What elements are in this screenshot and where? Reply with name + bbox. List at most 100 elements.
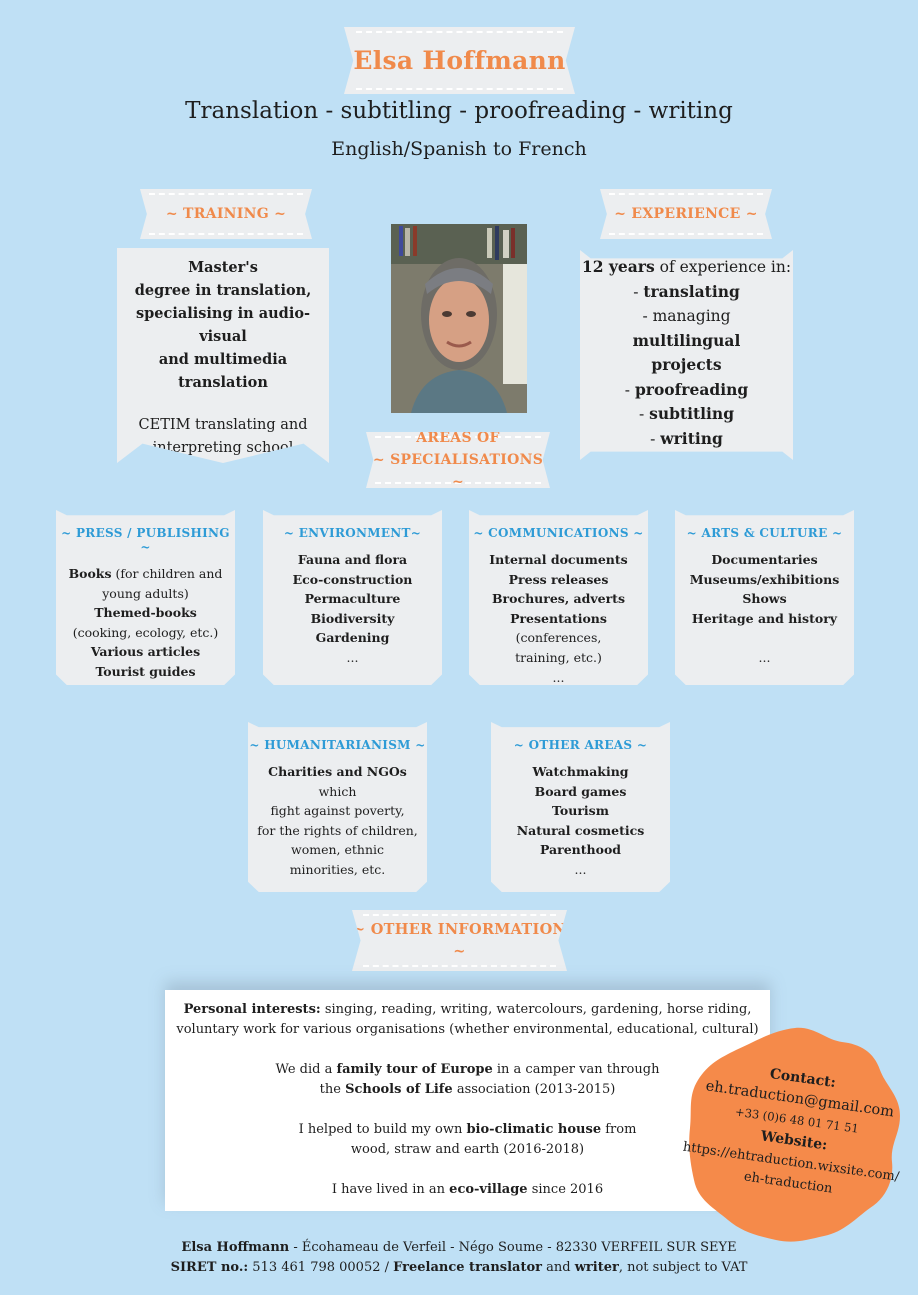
area-line: Internal documents: [489, 552, 628, 567]
area-line: ...: [139, 683, 152, 699]
info-house-line: I helped to build my own bio-climatic ho…: [165, 1120, 770, 1140]
area-line: Shows: [742, 591, 787, 607]
info-text: in a camper van through: [492, 1062, 660, 1077]
area-line: Press releases: [508, 571, 609, 587]
experience-intro: 12 years of experience in:: [580, 255, 793, 280]
area-line: Books (for children and: [56, 564, 235, 584]
info-tour-line: We did a family tour of Europe in a camp…: [165, 1060, 770, 1080]
experience-item-prefix: -: [642, 307, 653, 325]
area-line: ...: [346, 649, 359, 665]
info-bold: eco-village: [449, 1182, 528, 1197]
area-line-text: young adults): [102, 585, 189, 601]
experience-banner: ~ EXPERIENCE ~: [600, 189, 772, 239]
info-text: I helped to build my own: [298, 1122, 467, 1137]
footer-siret-value: 513 461 798 00052 /: [248, 1260, 394, 1275]
area-line: ...: [574, 861, 587, 877]
tagline: Translation - subtitling - proofreading …: [185, 98, 733, 124]
experience-item: - translating: [580, 280, 793, 305]
experience-item-prefix: -: [638, 405, 650, 423]
training-heading: ~ TRAINING ~: [165, 206, 287, 222]
area-line: ...: [331, 881, 344, 897]
info-bold: Schools of Life: [345, 1082, 453, 1097]
footer-name: Elsa Hoffmann: [181, 1240, 290, 1255]
training-school-line: CETIM translating and: [138, 417, 308, 433]
area-line: Permaculture: [304, 591, 401, 607]
experience-item-bold: translating: [643, 281, 740, 301]
area-line: Various articles: [90, 644, 201, 660]
area-line: Brochures, adverts: [491, 591, 625, 607]
experience-item: - subtitling: [580, 402, 793, 427]
area-card-communications: ~ COMMUNICATIONS ~ Internal documents Pr…: [469, 510, 648, 685]
training-banner: ~ TRAINING ~: [140, 189, 312, 239]
footer-status-text: , not subject to VAT: [618, 1260, 748, 1275]
info-text: I have lived in an: [331, 1182, 450, 1197]
footer-address: Elsa Hoffmann - Écohameau de Verfeil - N…: [0, 1238, 918, 1258]
area-line: Tourist guides: [95, 663, 196, 679]
info-text: the: [319, 1082, 346, 1097]
training-school-line: interpreting school: [152, 440, 294, 456]
area-heading: ~ HUMANITARIANISM ~: [249, 738, 426, 752]
profile-photo: [391, 224, 527, 413]
info-text: We did a: [275, 1062, 337, 1077]
footer-address-text: - Écohameau de Verfeil - Négo Soume - 82…: [289, 1240, 737, 1255]
area-line: Natural cosmetics: [516, 822, 645, 838]
specialisations-heading-1: AREAS OF: [416, 430, 500, 446]
area-line-spacer: [675, 628, 854, 648]
area-heading: ~ OTHER AREAS ~: [513, 738, 648, 752]
training-school-line: Toulouse, France: [117, 460, 329, 463]
area-line: Eco-construction: [292, 571, 413, 587]
area-heading: ~ ARTS & CULTURE ~: [686, 526, 843, 540]
footer-siret-label: SIRET no.:: [170, 1260, 249, 1275]
specialisations-banner: AREAS OF ~ SPECIALISATIONS ~: [366, 432, 550, 488]
area-card-other: ~ OTHER AREAS ~ Watchmaking Board games …: [491, 722, 670, 892]
area-line: Presentations (conferences,: [469, 609, 648, 648]
area-line: Board games: [534, 783, 627, 799]
area-line: training, etc.): [515, 649, 602, 665]
experience-card: 12 years of experience in: - translating…: [580, 250, 793, 460]
contact-badge: Contact: eh.traduction@gmail.com +33 (0)…: [682, 1022, 906, 1246]
area-line: fight against poverty,: [270, 803, 405, 819]
name-banner: Elsa Hoffmann: [344, 27, 575, 94]
training-degree-line: degree in translation,: [134, 282, 312, 299]
experience-item: - proofreading: [580, 378, 793, 403]
area-line: Charities and NGOs which: [248, 762, 427, 801]
experience-item: - writing: [580, 427, 793, 452]
area-card-environment: ~ ENVIRONMENT~ Fauna and flora Eco-const…: [263, 510, 442, 685]
experience-item-text: managing: [652, 307, 731, 325]
footer-status-text: and: [542, 1260, 575, 1275]
info-bold: bio-climatic house: [466, 1122, 602, 1137]
training-card: Master's degree in translation, speciali…: [117, 248, 329, 463]
other-info-box: Personal interests: singing, reading, wr…: [165, 990, 770, 1211]
area-card-arts: ~ ARTS & CULTURE ~ Documentaries Museums…: [675, 510, 854, 685]
area-line: Watchmaking: [532, 764, 629, 779]
training-degree-line: Master's: [188, 259, 258, 276]
training-degree-line: specialising in audio-visual: [135, 305, 311, 345]
area-heading: ~ PRESS / PUBLISHING ~: [61, 526, 230, 554]
area-line-text: (conferences,: [515, 630, 602, 646]
area-line-bold: Books: [68, 566, 112, 581]
info-text: association (2013-2015): [452, 1082, 616, 1097]
area-line: Gardening: [315, 630, 390, 646]
info-tour-line-2: the Schools of Life association (2013-20…: [165, 1080, 770, 1100]
experience-item-bold: proofreading: [634, 379, 749, 399]
languages: English/Spanish to French: [331, 138, 587, 160]
area-card-press: ~ PRESS / PUBLISHING ~ Books (for childr…: [56, 510, 235, 685]
area-heading: ~ COMMUNICATIONS ~: [473, 526, 644, 540]
area-line: Museums/exhibitions: [689, 571, 840, 587]
area-line: ...: [758, 649, 771, 665]
experience-item: - managing: [580, 304, 793, 329]
experience-item: projects: [651, 355, 722, 374]
info-bold: family tour of Europe: [336, 1062, 493, 1077]
area-line: Fauna and flora: [297, 552, 408, 567]
footer-status-bold: Freelance translator: [393, 1260, 542, 1275]
area-line: Parenthood: [539, 842, 622, 858]
area-line: for the rights of children,: [257, 822, 418, 838]
info-text: from: [601, 1122, 637, 1137]
info-text: since 2016: [527, 1182, 604, 1197]
area-line: minorities, etc.: [289, 861, 386, 877]
experience-intro-rest: of experience in:: [654, 258, 792, 276]
specialisations-heading-2: ~ SPECIALISATIONS ~: [372, 452, 544, 490]
info-interests-line-2: voluntary work for various organisations…: [176, 1022, 759, 1037]
area-line: Biodiversity: [310, 610, 395, 626]
contact-blob-shape: [689, 1027, 900, 1242]
